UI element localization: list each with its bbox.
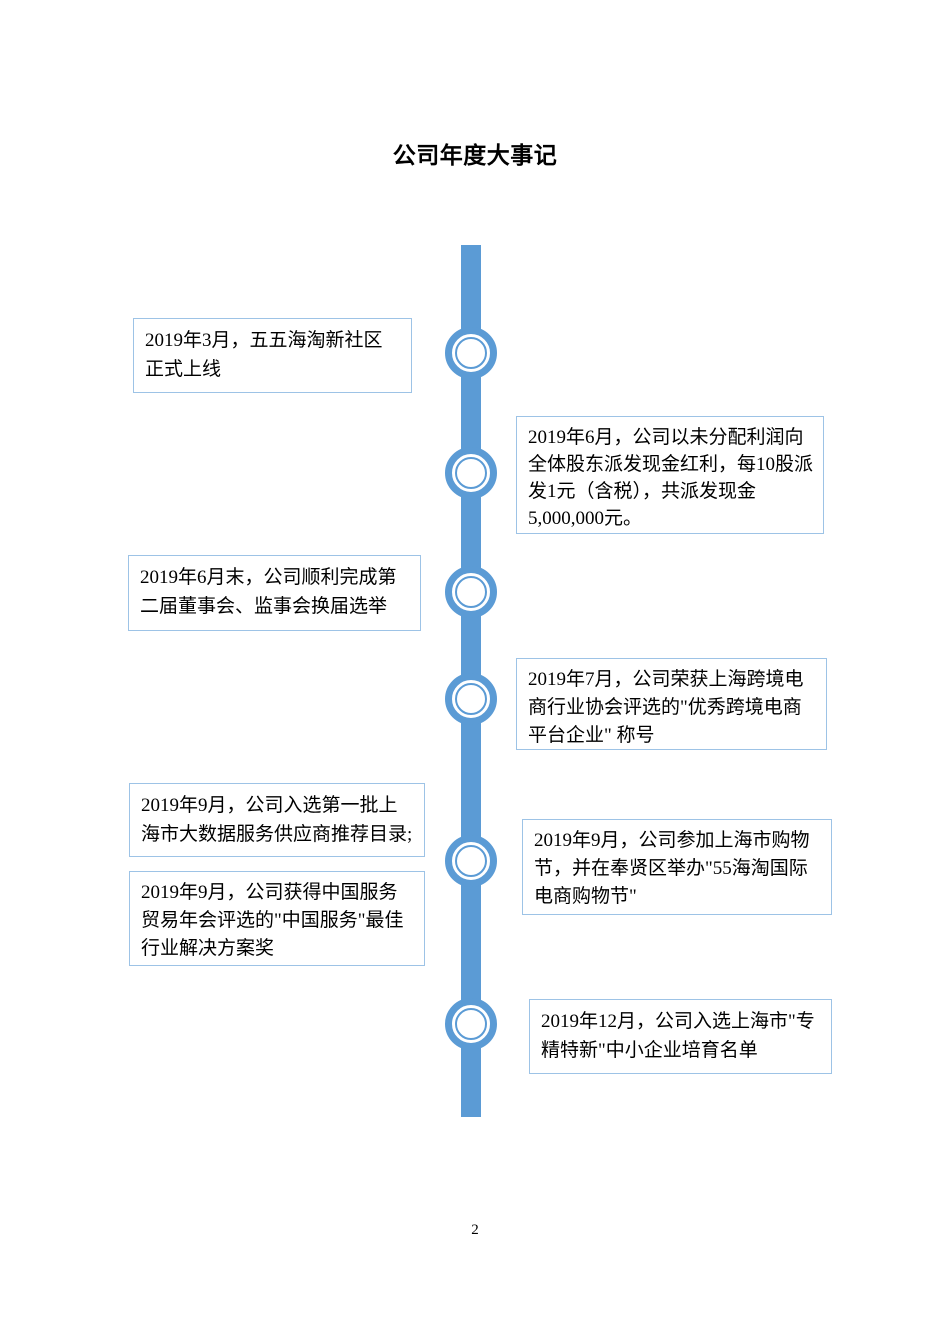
page-number: 2	[471, 1222, 479, 1238]
event-box-2019-09-shopping-festival: 2019年9月，公司参加上海市购物节，并在奉贤区举办"55海淘国际电商购物节"	[522, 819, 832, 915]
timeline-node-5	[445, 835, 497, 887]
event-box-2019-12-sme-list: 2019年12月，公司入选上海市"专精特新"中小企业培育名单	[529, 999, 832, 1074]
timeline-node-inner-circle	[455, 576, 487, 608]
event-box-2019-09-china-service-award: 2019年9月，公司获得中国服务贸易年会评选的"中国服务"最佳行业解决方案奖	[129, 871, 425, 966]
timeline-node-1	[445, 327, 497, 379]
timeline-node-3	[445, 566, 497, 618]
timeline-node-inner-circle	[455, 457, 487, 489]
event-box-2019-07-award: 2019年7月，公司荣获上海跨境电商行业协会评选的"优秀跨境电商平台企业" 称号	[516, 658, 827, 750]
timeline-node-inner-circle	[455, 683, 487, 715]
event-box-2019-03: 2019年3月，五五海淘新社区正式上线	[133, 318, 412, 393]
event-box-2019-06-dividend: 2019年6月，公司以未分配利润向全体股东派发现金红利，每10股派发1元（含税）…	[516, 416, 824, 534]
timeline-node-inner-circle	[455, 337, 487, 369]
page-title: 公司年度大事记	[392, 142, 558, 168]
timeline-node-inner-circle	[455, 1008, 487, 1040]
timeline-node-inner-circle	[455, 845, 487, 877]
timeline-node-4	[445, 673, 497, 725]
timeline-node-2	[445, 447, 497, 499]
timeline-node-6	[445, 998, 497, 1050]
event-box-2019-09-bigdata-catalog: 2019年9月，公司入选第一批上海市大数据服务供应商推荐目录;	[129, 783, 425, 857]
event-box-2019-06-board-election: 2019年6月末，公司顺利完成第二届董事会、监事会换届选举	[128, 555, 421, 631]
